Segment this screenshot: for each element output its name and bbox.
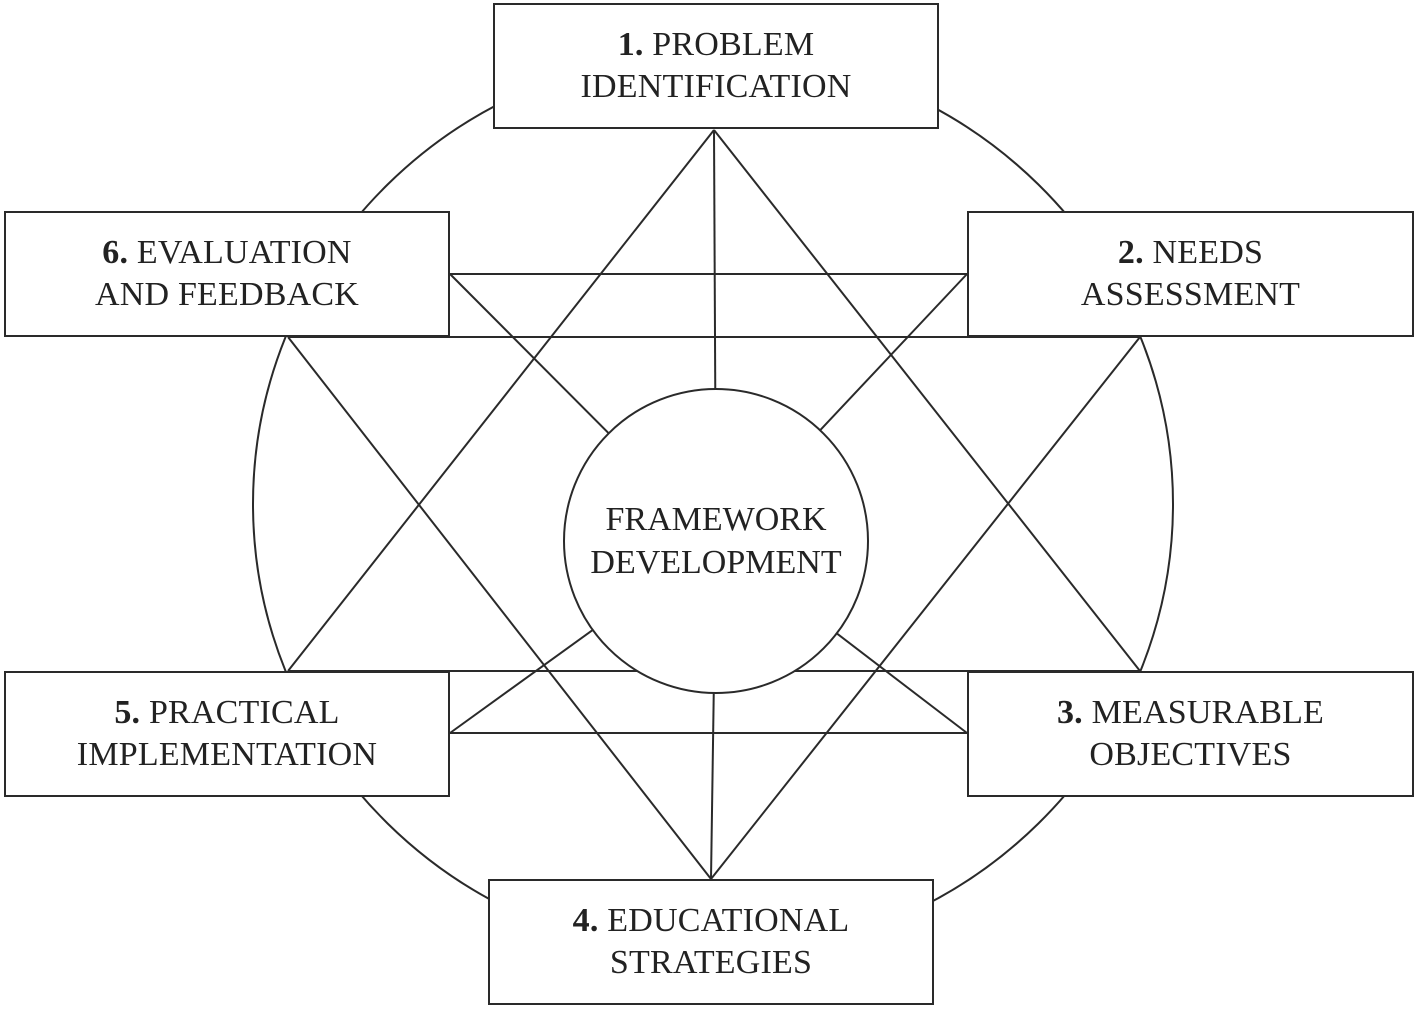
step-title-line1: 3. MEASURABLE bbox=[1057, 692, 1324, 734]
step-title-line2: OBJECTIVES bbox=[1089, 736, 1292, 773]
step-title-text: EDUCATIONAL bbox=[607, 902, 850, 939]
step-title-line2: STRATEGIES bbox=[609, 944, 813, 981]
center-label-line2: DEVELOPMENT bbox=[590, 544, 842, 581]
step-title-line1: 2. NEEDS bbox=[1118, 232, 1263, 274]
step-box-evaluation-and-feedback: 6. EVALUATION AND FEEDBACK bbox=[4, 211, 450, 337]
center-label-line1: FRAMEWORK bbox=[605, 501, 827, 538]
triangle-edge-4-6 bbox=[287, 336, 712, 880]
step-title-line1: 1. PROBLEM bbox=[618, 24, 815, 66]
step-number: 6. bbox=[102, 234, 129, 271]
step-title-line2: ASSESSMENT bbox=[1080, 276, 1301, 313]
center-label: FRAMEWORK DEVELOPMENT bbox=[566, 414, 866, 668]
step-title-text: PROBLEM bbox=[652, 26, 815, 63]
step-number: 4. bbox=[572, 902, 599, 939]
step-title-line2: IDENTIFICATION bbox=[580, 68, 852, 105]
step-box-educational-strategies: 4. EDUCATIONAL STRATEGIES bbox=[488, 879, 934, 1005]
triangle-edge-5-1 bbox=[287, 129, 715, 672]
step-number: 2. bbox=[1117, 234, 1144, 271]
step-title-line1: 4. EDUCATIONAL bbox=[573, 900, 850, 942]
step-title-line1: 6. EVALUATION bbox=[102, 232, 351, 274]
step-title-text: PRACTICAL bbox=[148, 694, 340, 731]
step-box-problem-identification: 1. PROBLEM IDENTIFICATION bbox=[493, 3, 939, 129]
step-title-line2: IMPLEMENTATION bbox=[76, 736, 378, 773]
step-title-text: EVALUATION bbox=[136, 234, 352, 271]
step-number: 1. bbox=[617, 26, 644, 63]
step-title-text: NEEDS bbox=[1152, 234, 1264, 271]
triangle-edge-1-3 bbox=[713, 129, 1141, 672]
step-box-needs-assessment: 2. NEEDS ASSESSMENT bbox=[967, 211, 1414, 337]
step-title-line1: 5. PRACTICAL bbox=[114, 692, 339, 734]
step-box-practical-implementation: 5. PRACTICAL IMPLEMENTATION bbox=[4, 671, 450, 797]
step-number: 3. bbox=[1056, 694, 1083, 731]
step-box-measurable-objectives: 3. MEASURABLE OBJECTIVES bbox=[967, 671, 1414, 797]
step-title-line2: AND FEEDBACK bbox=[94, 276, 360, 313]
step-number: 5. bbox=[114, 694, 141, 731]
center-circle bbox=[563, 388, 869, 694]
step-title-text: MEASURABLE bbox=[1091, 694, 1325, 731]
triangle-edge-2-4 bbox=[710, 336, 1141, 880]
